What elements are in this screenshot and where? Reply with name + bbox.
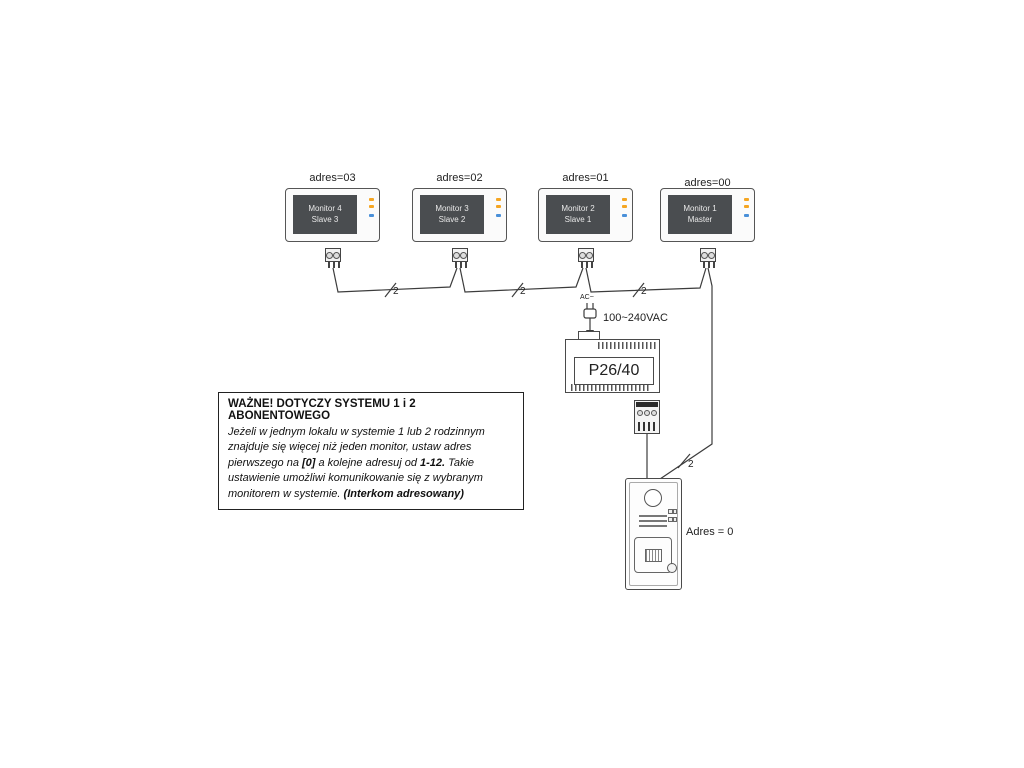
- screw-icon: [333, 251, 340, 259]
- monitor-role: Slave 1: [564, 214, 592, 224]
- monitor-name: Monitor 2: [561, 204, 595, 214]
- monitor-button-led: [622, 205, 627, 208]
- terminal-pins: [328, 262, 340, 268]
- monitor-button-led: [622, 198, 627, 201]
- psu-top-tab: [578, 331, 600, 339]
- wire-count-label: 2: [393, 286, 399, 297]
- monitor-3-terminal: [452, 248, 468, 268]
- screw-icon: [460, 251, 467, 259]
- terminal-screws: [637, 410, 657, 416]
- screw-icon: [708, 251, 715, 259]
- door-terminal-icon: [668, 517, 677, 522]
- monitor-2-terminal: [578, 248, 594, 268]
- monitor-2: Monitor 2 Slave 1: [538, 188, 633, 242]
- terminal-pins: [703, 262, 715, 268]
- notice-text: Jeżeli w jednym lokalu w systemie 1 lub …: [228, 426, 485, 469]
- voltage-label: 100~240VAC: [603, 312, 668, 324]
- screw-icon: [326, 251, 333, 259]
- terminal-pins: [638, 422, 656, 431]
- notice-box: WAŻNE! DOTYCZY SYSTEMU 1 i 2 ABONENTOWEG…: [218, 392, 524, 510]
- monitor-2-address: adres=01: [562, 172, 609, 184]
- monitor-button-led: [369, 198, 374, 201]
- monitor-3-address: adres=02: [436, 172, 483, 184]
- monitor-1: Monitor 1 Master: [660, 188, 755, 242]
- monitor-button-led: [496, 205, 501, 208]
- monitor-button-led: [622, 214, 627, 217]
- notice-bold: 1-12.: [420, 456, 446, 469]
- psu-bus-terminal: [634, 400, 660, 434]
- monitor-3: Monitor 3 Slave 2: [412, 188, 507, 242]
- screw-icon: [579, 251, 586, 259]
- monitor-button-led: [744, 198, 749, 201]
- psu-terminal-row-top: [598, 342, 656, 349]
- notice-text: a kolejne adresuj od: [315, 456, 421, 469]
- card-slot: [645, 549, 662, 562]
- monitor-4-screen: Monitor 4 Slave 3: [293, 195, 357, 234]
- door-station-faceplate: [629, 482, 678, 586]
- speaker-grill: [639, 520, 667, 522]
- wire-count-label: 2: [520, 286, 526, 297]
- monitor-name: Monitor 4: [308, 204, 342, 214]
- door-terminal-icon: [668, 509, 677, 514]
- monitor-role: Slave 3: [311, 214, 339, 224]
- notice-title: WAŻNE! DOTYCZY SYSTEMU 1 i 2 ABONENTOWEG…: [228, 398, 416, 422]
- monitor-3-screen: Monitor 3 Slave 2: [420, 195, 484, 234]
- monitor-button-led: [369, 214, 374, 217]
- monitor-2-screen: Monitor 2 Slave 1: [546, 195, 610, 234]
- speaker-grill: [639, 525, 667, 527]
- monitor-button-led: [744, 205, 749, 208]
- name-card-window: [634, 537, 672, 573]
- monitor-button-led: [369, 205, 374, 208]
- psu-model-label: P26/40: [574, 357, 654, 385]
- monitor-role: Master: [687, 214, 713, 224]
- terminal-pins: [581, 262, 593, 268]
- monitor-4-terminal: [325, 248, 341, 268]
- door-station: [625, 478, 682, 590]
- monitor-button-led: [496, 198, 501, 201]
- notice-bold: (Interkom adresowany): [343, 487, 464, 500]
- monitor-1-screen: Monitor 1 Master: [668, 195, 732, 234]
- wire-count-label: 2: [641, 286, 647, 297]
- terminal-label-strip: [636, 402, 658, 407]
- notice-bold: [0]: [302, 456, 316, 469]
- notice-body: Jeżeli w jednym lokalu w systemie 1 lub …: [228, 425, 514, 502]
- monitor-button-led: [744, 214, 749, 217]
- psu-terminal-row-bottom: [571, 384, 651, 391]
- power-supply-unit: P26/40: [565, 339, 660, 393]
- door-station-address: Adres = 0: [686, 526, 734, 538]
- monitor-1-terminal: [700, 248, 716, 268]
- ac-label: AC~: [580, 294, 594, 301]
- monitor-4-address: adres=03: [309, 172, 356, 184]
- monitor-name: Monitor 3: [435, 204, 469, 214]
- monitor-1-address: adres=00: [684, 177, 731, 189]
- monitor-4: Monitor 4 Slave 3: [285, 188, 380, 242]
- screw-icon: [586, 251, 593, 259]
- monitor-role: Slave 2: [438, 214, 466, 224]
- wire-count-label: 2: [688, 459, 694, 470]
- monitor-name: Monitor 1: [683, 204, 717, 214]
- screw-icon: [453, 251, 460, 259]
- monitor-button-led: [496, 214, 501, 217]
- terminal-pins: [455, 262, 467, 268]
- camera-lens-icon: [644, 489, 662, 507]
- screw-icon: [701, 251, 708, 259]
- call-button: [667, 563, 677, 573]
- notice-text: Takie ustawienie umożliwi komunikowanie …: [228, 456, 483, 500]
- speaker-grill: [639, 515, 667, 517]
